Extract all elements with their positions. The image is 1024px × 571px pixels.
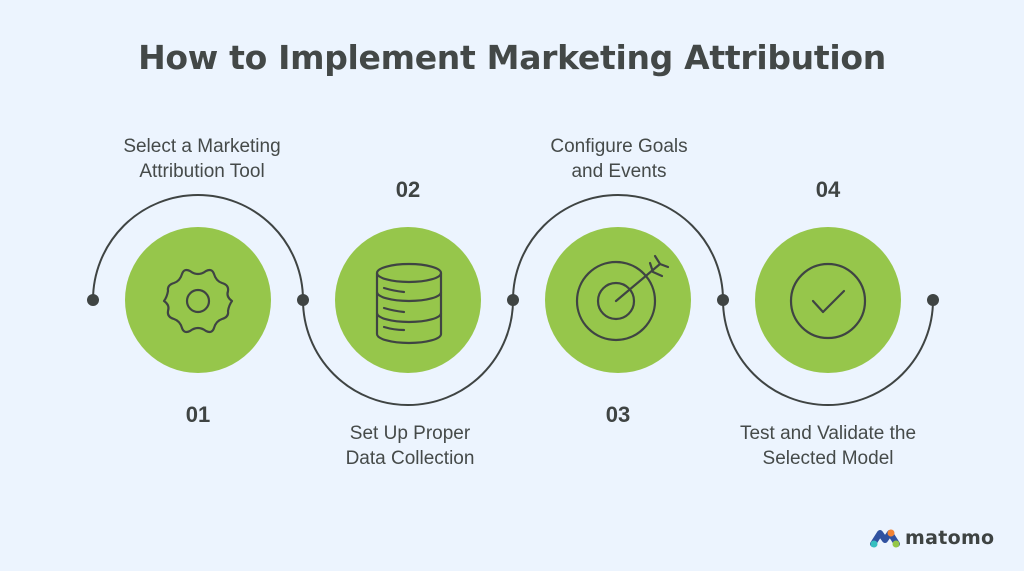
step-4-number: 04	[815, 177, 841, 202]
step-2-label: Set Up Proper Data Collection	[345, 423, 475, 469]
arc-top-3	[512, 194, 724, 301]
page-title: How to Implement Marketing Attribution	[138, 38, 886, 77]
arc-bottom-2	[302, 299, 514, 406]
matomo-logo-icon	[870, 529, 900, 548]
step-3-number: 03	[605, 402, 631, 427]
arc-bottom-4	[722, 299, 934, 406]
gear-icon	[162, 268, 234, 334]
step-1-number: 01	[185, 402, 211, 427]
step-3-label: Configure Goals and Events	[550, 136, 688, 182]
step-1-label: Select a Marketing Attribution Tool	[123, 136, 281, 182]
step-circles	[125, 227, 901, 373]
step-4-label: Test and Validate the Selected Model	[739, 423, 917, 469]
target-icon	[575, 254, 670, 342]
step-circle-1	[125, 227, 271, 373]
connector-arcs	[92, 194, 934, 406]
check-circle-icon	[789, 262, 867, 340]
connector-dots	[87, 294, 939, 306]
database-icon	[375, 262, 443, 345]
step-circle-4	[755, 227, 901, 373]
brand-name: matomo	[905, 527, 995, 549]
matomo-logo: matomo	[870, 527, 994, 549]
arc-top-1	[92, 194, 304, 301]
step-2-number: 02	[395, 177, 421, 202]
